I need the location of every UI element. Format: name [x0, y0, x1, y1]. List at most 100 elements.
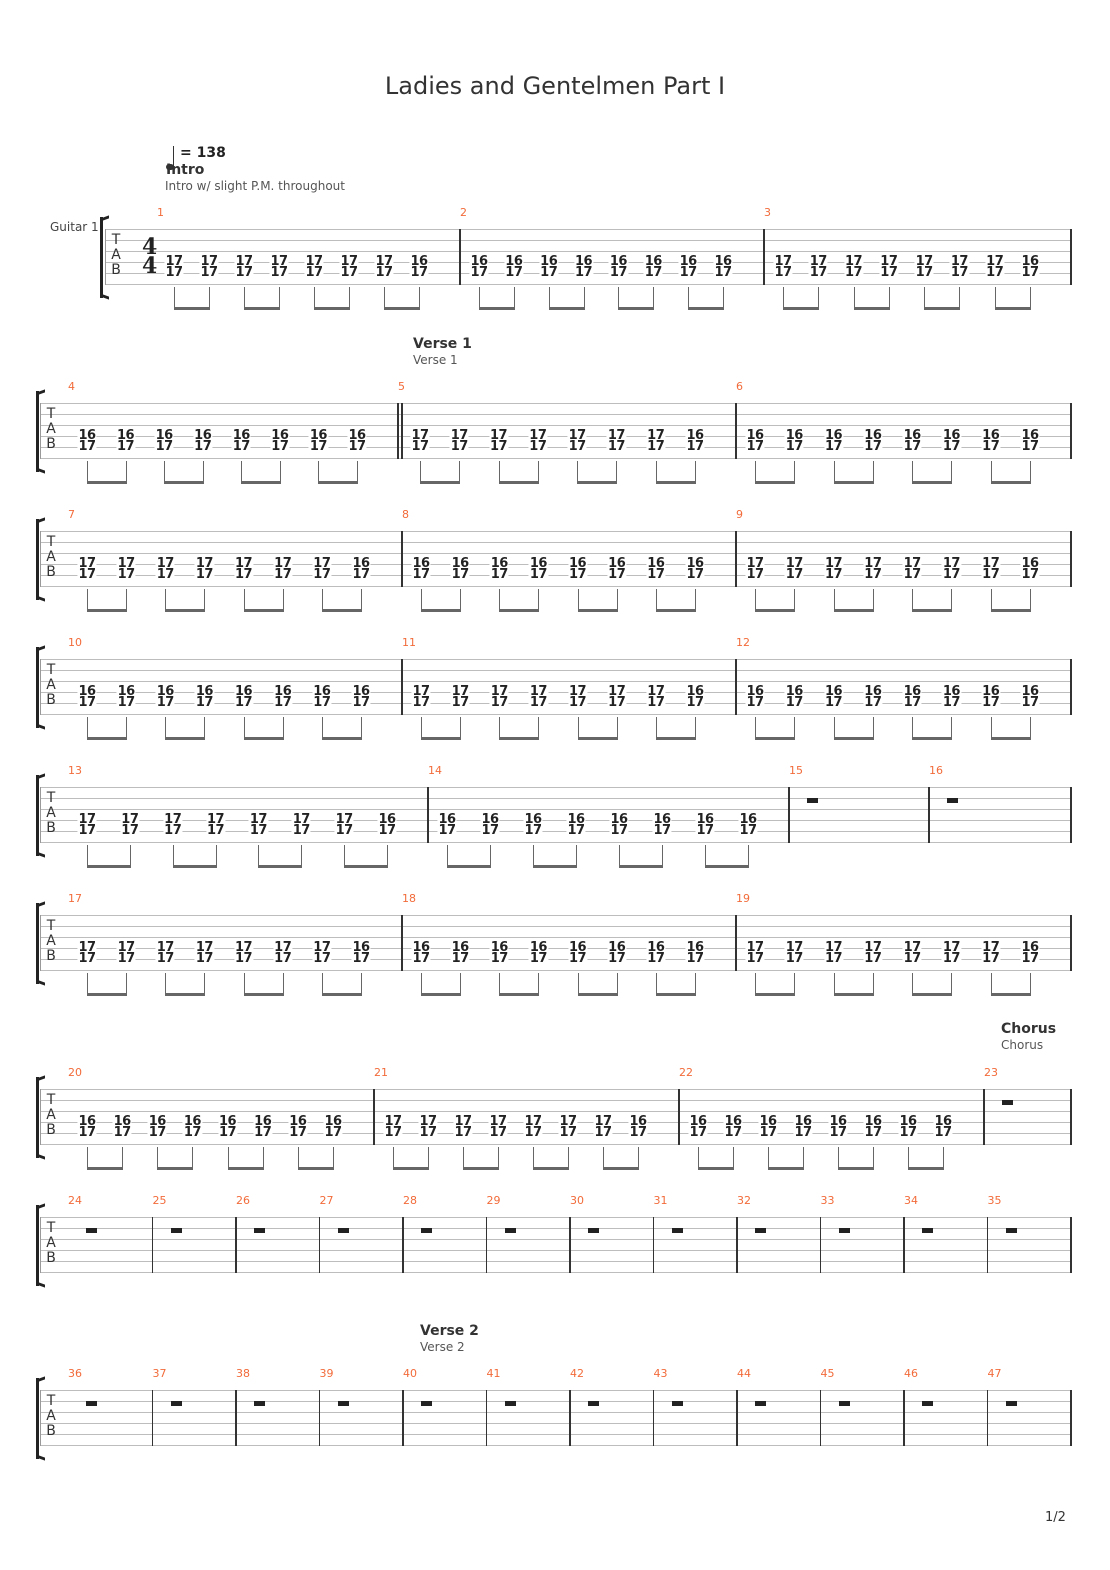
fret-number: 17	[234, 951, 254, 966]
note-stem	[87, 845, 88, 867]
measure-number: 45	[820, 1367, 835, 1380]
fret-number: 17	[607, 695, 627, 710]
fret-number: 17	[182, 1125, 202, 1140]
measure-number: 13	[68, 764, 82, 777]
fret-number: 16	[409, 254, 429, 269]
fret-number: 17	[248, 812, 268, 827]
note-stem	[459, 461, 461, 483]
tempo-value: = 138	[180, 145, 226, 161]
rest-icon	[1005, 1228, 1017, 1233]
fret-number: 17	[941, 951, 961, 966]
fret-number: 16	[288, 1114, 308, 1129]
note-beam	[655, 993, 696, 996]
fret-number: 16	[1020, 684, 1040, 699]
note-stem	[361, 973, 362, 995]
rest-icon	[254, 1228, 265, 1233]
fret-number: 17	[528, 684, 548, 699]
note-beam	[698, 1167, 734, 1170]
note-stem	[498, 461, 500, 483]
staff-line	[40, 915, 1070, 916]
fret-number: 16	[218, 1114, 238, 1129]
fret-number: 17	[824, 940, 844, 955]
staff-line	[40, 970, 1070, 971]
fret-number: 17	[199, 265, 219, 280]
fret-number: 17	[558, 1125, 578, 1140]
measure-number: 22	[679, 1066, 693, 1079]
note-stem	[705, 845, 706, 867]
fret-number: 17	[981, 439, 1001, 454]
staff-line	[40, 564, 1070, 565]
fret-number: 17	[607, 684, 627, 699]
fret-number: 17	[568, 567, 588, 582]
fret-number: 17	[164, 265, 184, 280]
note-stem	[499, 589, 501, 611]
note-beam	[548, 307, 585, 310]
fret-number: 17	[863, 556, 883, 571]
fret-number: 17	[194, 695, 214, 710]
rest-icon	[1005, 1401, 1017, 1406]
fret-number: 17	[488, 1125, 508, 1140]
fret-number: 17	[902, 951, 922, 966]
note-stem	[698, 1147, 699, 1169]
fret-number: 17	[824, 439, 844, 454]
fret-number: 17	[808, 254, 828, 269]
note-stem	[618, 287, 620, 309]
fret-number: 17	[334, 812, 354, 827]
fret-number: 17	[194, 940, 214, 955]
note-beam	[344, 865, 388, 868]
tab-clef-letter: B	[46, 1122, 56, 1138]
barline	[401, 659, 403, 715]
note-beam	[463, 1167, 499, 1170]
fret-number: 17	[312, 567, 332, 582]
tab-clef-letter: T	[46, 790, 56, 806]
tab-clef-letter: A	[111, 247, 121, 263]
fret-number: 16	[685, 428, 705, 443]
fret-number: 17	[593, 1114, 613, 1129]
fret-number: 17	[593, 1125, 613, 1140]
fret-number: 17	[773, 265, 793, 280]
measure-number: 1	[157, 206, 164, 219]
rest-icon	[1002, 1100, 1013, 1105]
note-beam	[990, 737, 1031, 740]
fret-number: 16	[450, 940, 470, 955]
staff-line	[40, 1239, 1070, 1240]
fret-number: 17	[784, 695, 804, 710]
section-intro-subtitle: Intro w/ slight P.M. throughout	[165, 179, 345, 193]
fret-number: 17	[646, 439, 666, 454]
staff-start-line	[40, 915, 41, 971]
note-stem	[568, 1147, 569, 1169]
note-beam	[499, 993, 540, 996]
fret-number: 16	[234, 684, 254, 699]
staff-line	[40, 1100, 1070, 1101]
fret-number: 17	[688, 1125, 708, 1140]
fret-number: 16	[539, 254, 559, 269]
fret-number: 16	[981, 684, 1001, 699]
staff-line	[40, 414, 1070, 415]
fret-number: 17	[77, 567, 97, 582]
staff-line	[40, 1412, 1070, 1413]
note-beam	[655, 609, 696, 612]
barline	[402, 1217, 404, 1273]
staff-line	[40, 586, 1070, 587]
system-bracket	[36, 1077, 43, 1158]
system-bracket	[36, 1205, 43, 1286]
fret-number: 17	[528, 439, 548, 454]
fret-number: 17	[568, 695, 588, 710]
note-stem	[616, 589, 618, 611]
note-stem	[908, 1147, 909, 1169]
tab-clef-letter: A	[46, 1107, 56, 1123]
fret-number: 16	[574, 254, 594, 269]
fret-number: 17	[155, 940, 175, 955]
note-beam	[165, 993, 206, 996]
note-beam	[833, 609, 874, 612]
measure-number: 41	[486, 1367, 501, 1380]
fret-number: 17	[351, 951, 371, 966]
measure-number: 32	[737, 1194, 751, 1207]
note-beam	[243, 993, 284, 996]
fret-number: 16	[77, 428, 97, 443]
fret-number: 17	[985, 265, 1005, 280]
measure-number: 15	[789, 764, 803, 777]
fret-number: 17	[608, 265, 628, 280]
fret-number: 17	[383, 1125, 403, 1140]
rest-icon	[504, 1228, 516, 1233]
